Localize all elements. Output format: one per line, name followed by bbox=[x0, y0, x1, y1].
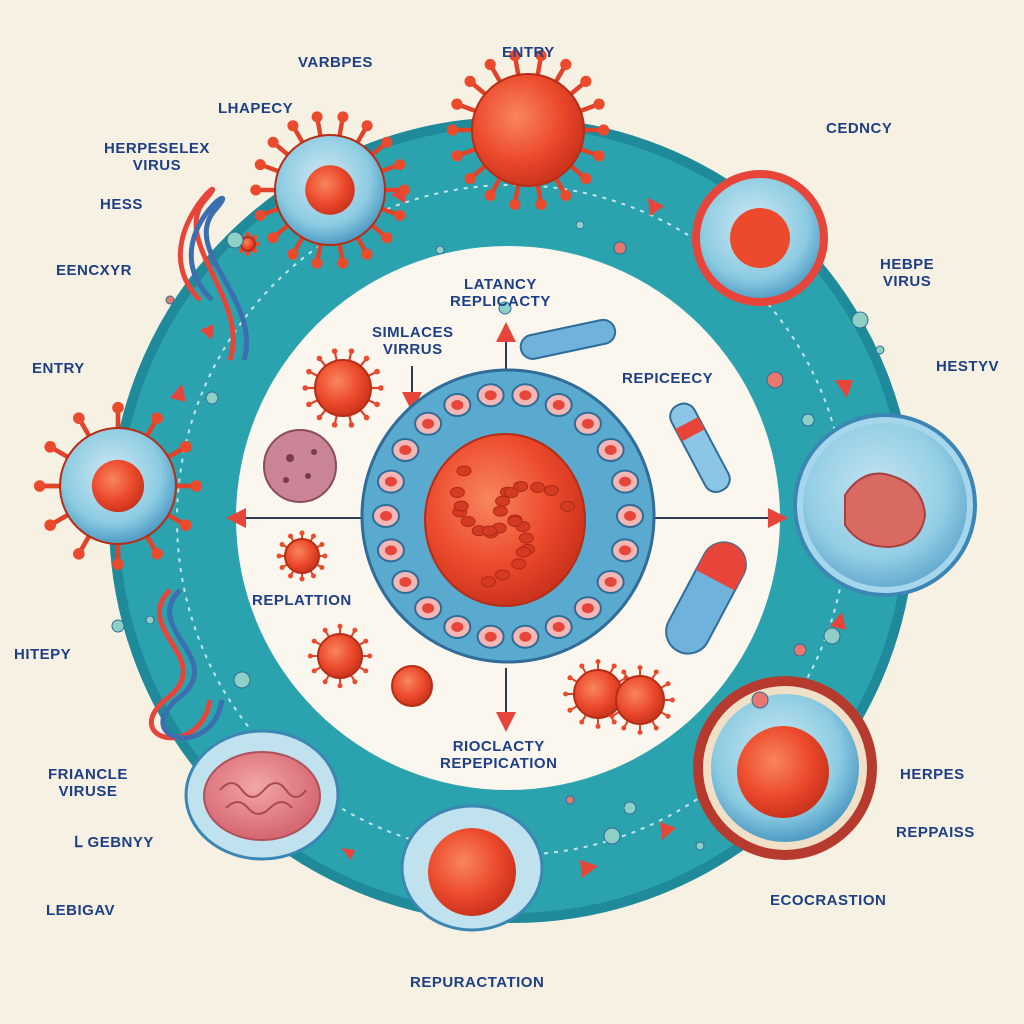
label-latancy: LATANCY REPLICACTY bbox=[450, 276, 551, 310]
vial bbox=[669, 402, 731, 494]
label-repicecy: REPICEECY bbox=[622, 370, 714, 387]
droplet bbox=[623, 801, 637, 815]
virus-particles bbox=[33, 49, 900, 735]
droplet bbox=[695, 841, 705, 851]
cycle-arrow bbox=[170, 384, 186, 402]
label-eencxyr: EENCXYR bbox=[56, 262, 133, 279]
virus-particle bbox=[391, 665, 433, 707]
droplet bbox=[851, 311, 869, 329]
brain-cell bbox=[184, 729, 340, 861]
droplet bbox=[766, 371, 784, 389]
label-entry-top: ENTRY bbox=[502, 44, 555, 61]
droplet bbox=[565, 795, 575, 805]
droplet bbox=[205, 391, 219, 405]
label-entry-left: ENTRY bbox=[32, 360, 85, 377]
droplet bbox=[751, 691, 769, 709]
droplet bbox=[435, 245, 445, 255]
label-rioclacty: RIOCLACTY REPEPICATION bbox=[440, 738, 557, 772]
virus-particle bbox=[276, 530, 328, 582]
label-simlaces-line2: VIRRUS bbox=[382, 341, 443, 358]
cycle-arrow bbox=[648, 198, 664, 216]
label-hebpe-line1: HEBPE bbox=[880, 256, 935, 273]
droplet bbox=[233, 671, 251, 689]
droplet bbox=[226, 231, 244, 249]
label-herpes: HERPES bbox=[900, 766, 965, 783]
label-hebpe-line2: VIRUS bbox=[882, 273, 932, 290]
droplet bbox=[498, 301, 512, 315]
droplet bbox=[111, 619, 125, 633]
dna-strand-bottom bbox=[148, 588, 225, 741]
label-latancy-line1: LATANCY bbox=[463, 276, 537, 293]
droplet bbox=[603, 827, 621, 845]
label-repuractation: REPURACTATION bbox=[410, 974, 545, 991]
cell-repuractation bbox=[400, 804, 544, 932]
label-latancy-line2: REPLICACTY bbox=[450, 293, 551, 310]
droplet bbox=[801, 413, 815, 427]
label-varbpes: VARBPES bbox=[298, 54, 373, 71]
cycle-arrow bbox=[580, 860, 598, 878]
cycle-arrow bbox=[660, 822, 676, 840]
label-herpeselex-line1: HERPESELEX bbox=[104, 140, 210, 157]
label-rioclacty-line2: REPEPICATION bbox=[440, 755, 558, 772]
cell-hestyv bbox=[793, 413, 977, 597]
dna-strand-top bbox=[177, 186, 249, 361]
label-reppaiss: REPPAISS bbox=[896, 824, 975, 841]
droplets bbox=[111, 220, 885, 851]
cycle-arrow bbox=[830, 612, 846, 630]
droplet bbox=[145, 615, 155, 625]
label-hestyv: HESTYV bbox=[936, 358, 1000, 375]
label-sgebnyy: ᒪ GEBNYY bbox=[74, 834, 154, 851]
label-simlaces: SIMLACES VIRRUS bbox=[372, 324, 454, 358]
droplet bbox=[823, 627, 841, 645]
virus-particle bbox=[250, 111, 410, 269]
label-hess: HESS bbox=[100, 196, 143, 213]
capsule-pill bbox=[665, 541, 747, 655]
virus-particle bbox=[446, 49, 610, 211]
droplet bbox=[165, 295, 175, 305]
label-ecocrastion: ECOCRASTION bbox=[770, 892, 887, 909]
label-hitepy: HITEPY bbox=[14, 646, 72, 663]
label-friancle-line2: VIRUSE bbox=[58, 783, 118, 800]
cycle-arrow bbox=[341, 848, 355, 860]
label-friancle: FRIANCLE VIRUSE bbox=[48, 766, 128, 800]
label-cedncy: CEDNCY bbox=[826, 120, 893, 137]
droplet bbox=[613, 241, 627, 255]
label-friancle-line1: FRIANCLE bbox=[48, 766, 128, 783]
label-herpeselex-line2: VIRUS bbox=[132, 157, 182, 174]
virus-particle bbox=[33, 401, 203, 571]
purple-cell bbox=[263, 429, 337, 503]
cell-vesicles bbox=[372, 383, 644, 649]
label-lebigav: LEBIGAV bbox=[46, 902, 116, 919]
virus-particle bbox=[302, 348, 384, 428]
cycle-arrows bbox=[170, 185, 853, 878]
droplet bbox=[575, 220, 585, 230]
label-simlaces-line1: SIMLACES bbox=[372, 324, 454, 341]
central-infected-cell bbox=[360, 368, 656, 664]
label-hebpe: HEBPE VIRUS bbox=[880, 256, 934, 290]
cycle-arrow bbox=[835, 380, 853, 398]
label-herpeselex: HERPESELEX VIRUS bbox=[104, 140, 210, 174]
virus-particle bbox=[605, 665, 675, 735]
center-axis-arrows bbox=[226, 322, 788, 732]
cell-cedncy bbox=[692, 170, 828, 306]
label-lhapecy: LHAPECY bbox=[218, 100, 294, 117]
virus-surface-spots bbox=[449, 465, 576, 588]
cell-herpes-lower-right bbox=[693, 676, 877, 860]
virus-particle bbox=[307, 623, 373, 689]
label-replation: REPLATTION bbox=[252, 592, 352, 609]
label-rioclacty-line1: RIOCLACTY bbox=[452, 738, 545, 755]
droplet bbox=[875, 345, 885, 355]
small-capsule bbox=[519, 318, 617, 360]
droplet bbox=[793, 643, 807, 657]
cycle-arrow bbox=[200, 324, 214, 340]
